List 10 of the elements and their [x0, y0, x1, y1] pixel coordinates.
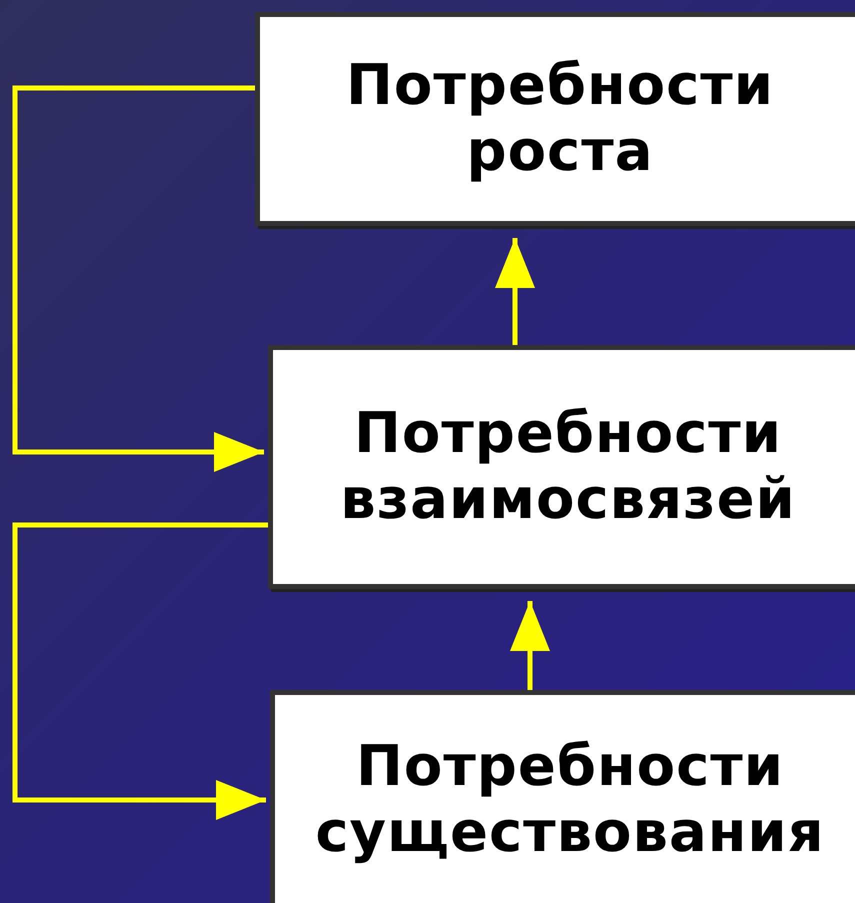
box-label: Потребности роста — [344, 52, 776, 186]
text-box — [255, 12, 855, 226]
arrow — [12, 522, 268, 820]
box-label: Потребности взаимосвязей — [339, 400, 797, 534]
text-box — [268, 345, 855, 589]
arrow — [510, 601, 550, 690]
arrow — [12, 86, 264, 472]
arrow — [495, 238, 535, 345]
text-box — [270, 690, 855, 903]
box-label: Потребности существования — [314, 734, 826, 866]
